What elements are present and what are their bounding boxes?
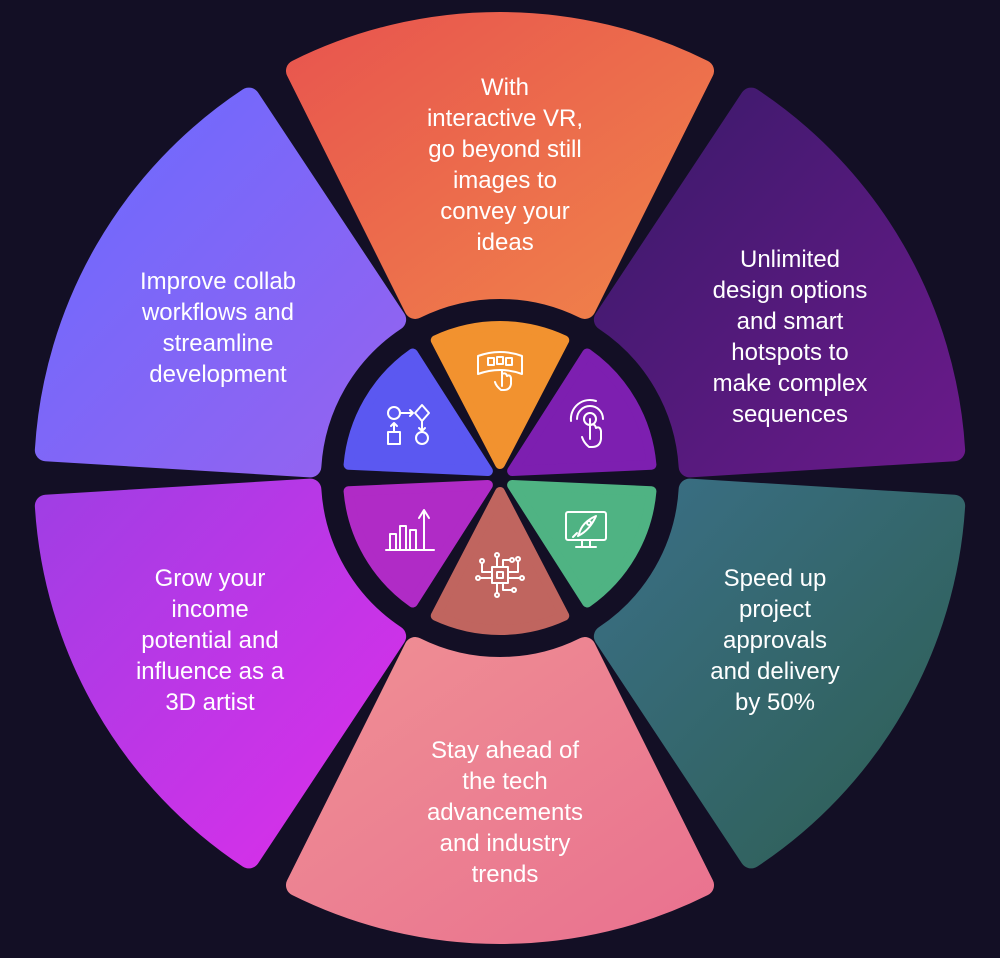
segment-design-options: [593, 87, 966, 478]
circuit-chip-icon: [475, 552, 525, 598]
segment-approvals: [593, 478, 966, 869]
rocket-monitor-icon: [565, 511, 607, 548]
hub-wedge-collab: [343, 348, 493, 476]
vr-headset-hand-icon: [477, 351, 523, 391]
segment-collab: [34, 87, 407, 478]
segment-income: [34, 478, 407, 869]
segment-vr: [285, 12, 715, 319]
hub-wedge-income: [343, 480, 493, 608]
touch-hotspot-icon: [569, 399, 604, 448]
hub-icons: [385, 351, 607, 598]
hub-wedge-design-options: [507, 348, 657, 476]
hub-wedge-vr: [430, 321, 570, 469]
hub-wedge-tech: [430, 487, 570, 635]
bar-chart-growth-icon: [385, 509, 435, 551]
outer-segments: [34, 12, 966, 944]
inner-hub: [343, 321, 657, 635]
flowchart-icon: [387, 404, 430, 445]
segment-tech: [285, 637, 715, 944]
